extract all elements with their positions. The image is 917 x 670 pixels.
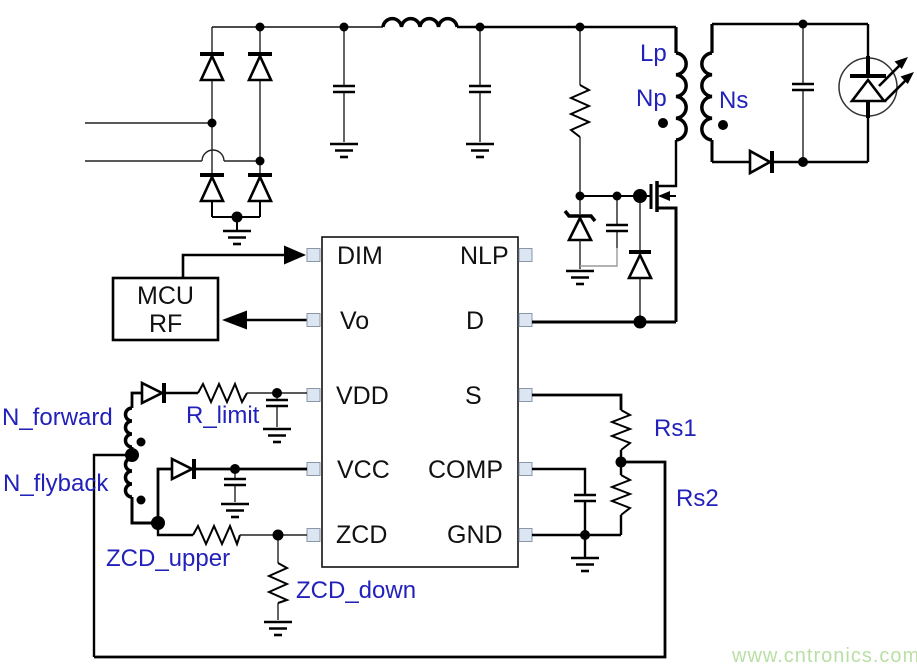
ground-icon <box>264 620 292 637</box>
output-diode-icon <box>748 148 774 176</box>
dim-signal-arrow <box>181 245 306 278</box>
bootstrap-diode-icon <box>626 196 654 322</box>
pin-square-comp <box>518 462 533 476</box>
gate-bias-resistor <box>568 27 592 196</box>
junction-dots <box>125 19 808 541</box>
pin-label-zcd: ZCD <box>336 521 388 549</box>
rf-label: RF <box>149 310 183 338</box>
watermark-text: www.cntronics.com <box>732 645 917 667</box>
comp-network <box>532 467 596 535</box>
zcd-down-label: ZCD_down <box>296 577 417 604</box>
output-capacitor-icon <box>792 24 814 162</box>
vdd-diode-icon <box>140 380 166 406</box>
pin-label-vcc: VCC <box>337 456 390 484</box>
return-rail-left <box>92 453 132 657</box>
gnd-network <box>532 533 621 573</box>
secondary-winding-icon <box>700 51 713 142</box>
pin-label-dim: DIM <box>337 242 383 270</box>
ac-input-lines <box>85 122 260 162</box>
zcd-down-resistor-icon <box>266 562 290 604</box>
zcd-upper-resistor-icon <box>192 523 241 547</box>
vdd-supply-network <box>140 380 307 444</box>
pin-square-nlp <box>518 248 533 262</box>
return-rail-bottom <box>94 460 667 659</box>
n-flyback-label: N_flyback <box>3 470 109 497</box>
vcc-diode-icon <box>170 456 196 482</box>
zcd-upper-label: ZCD_upper <box>106 545 231 572</box>
wire-crossover-hump <box>201 149 225 162</box>
ground-icon <box>571 556 599 573</box>
ic-block <box>306 236 533 568</box>
pin-label-vo: Vo <box>340 307 370 335</box>
bridge-diode <box>198 52 226 82</box>
rs2-label: Rs2 <box>676 485 719 512</box>
ground-icon <box>223 229 251 246</box>
output-circuit <box>712 22 914 176</box>
pin-label-comp: COMP <box>428 456 503 484</box>
zener-diode-icon <box>563 196 597 286</box>
ns-label: Ns <box>719 87 749 114</box>
pin-label-d: D <box>466 307 485 335</box>
bridge-diode <box>198 173 226 203</box>
pin-square-zcd <box>306 528 321 542</box>
bridge-diode <box>246 52 274 82</box>
vdd-capacitor-icon <box>263 393 291 444</box>
phase-dot <box>658 118 668 128</box>
bridge-diode <box>246 173 274 203</box>
ground-icon <box>466 142 494 159</box>
pin-square-dim <box>306 248 321 262</box>
r-limit-label: R_limit <box>186 402 260 429</box>
pin-square-d <box>518 313 533 327</box>
light-emission-arrows <box>878 57 914 102</box>
transformer <box>658 24 728 162</box>
np-label: Np <box>636 85 667 112</box>
rs2-resistor-icon <box>609 474 633 516</box>
pin-square-vo <box>306 313 321 327</box>
aux-winding-circuit <box>92 391 667 659</box>
rs1-resistor-icon <box>609 409 633 451</box>
r-limit-resistor-icon <box>197 381 248 405</box>
n-forward-winding-icon <box>123 406 133 449</box>
mosfet-icon <box>649 140 678 322</box>
pin-label-s: S <box>465 382 482 410</box>
n-flyback-winding-icon <box>123 456 133 499</box>
ground-icon <box>221 502 249 519</box>
vo-signal-arrow <box>222 310 307 330</box>
bridge-rectifier <box>198 27 274 246</box>
pin-label-nlp: NLP <box>460 242 509 270</box>
mcu-label: MCU <box>137 282 194 310</box>
phase-dot <box>136 437 146 447</box>
phase-dot <box>718 120 728 130</box>
n-forward-label: N_forward <box>2 404 113 431</box>
bus-capacitor-1 <box>330 27 358 159</box>
bus-capacitor-2 <box>466 27 494 159</box>
pin-square-s <box>518 388 533 402</box>
zcd-network <box>156 523 307 637</box>
rs1-label: Rs1 <box>654 415 697 442</box>
pin-square-vcc <box>306 462 321 476</box>
pin-label-vdd: VDD <box>336 382 389 410</box>
gate-capacitor-icon <box>580 196 628 267</box>
pin-label-gnd: GND <box>447 521 503 549</box>
vcc-capacitor-icon <box>221 469 249 519</box>
phase-dot <box>136 495 146 505</box>
ground-icon <box>330 142 358 159</box>
sense-divider <box>532 393 633 535</box>
mcu-rf-block <box>111 276 220 342</box>
filter-inductor-icon <box>381 16 459 28</box>
ground-icon <box>263 427 291 444</box>
ground-icon <box>566 269 594 286</box>
vcc-supply-network <box>156 456 307 523</box>
primary-winding-icon <box>675 51 688 142</box>
led-icon <box>838 24 914 162</box>
pin-square-vdd <box>306 388 321 402</box>
pin-square-gnd <box>518 528 533 542</box>
lp-label: Lp <box>640 40 667 67</box>
